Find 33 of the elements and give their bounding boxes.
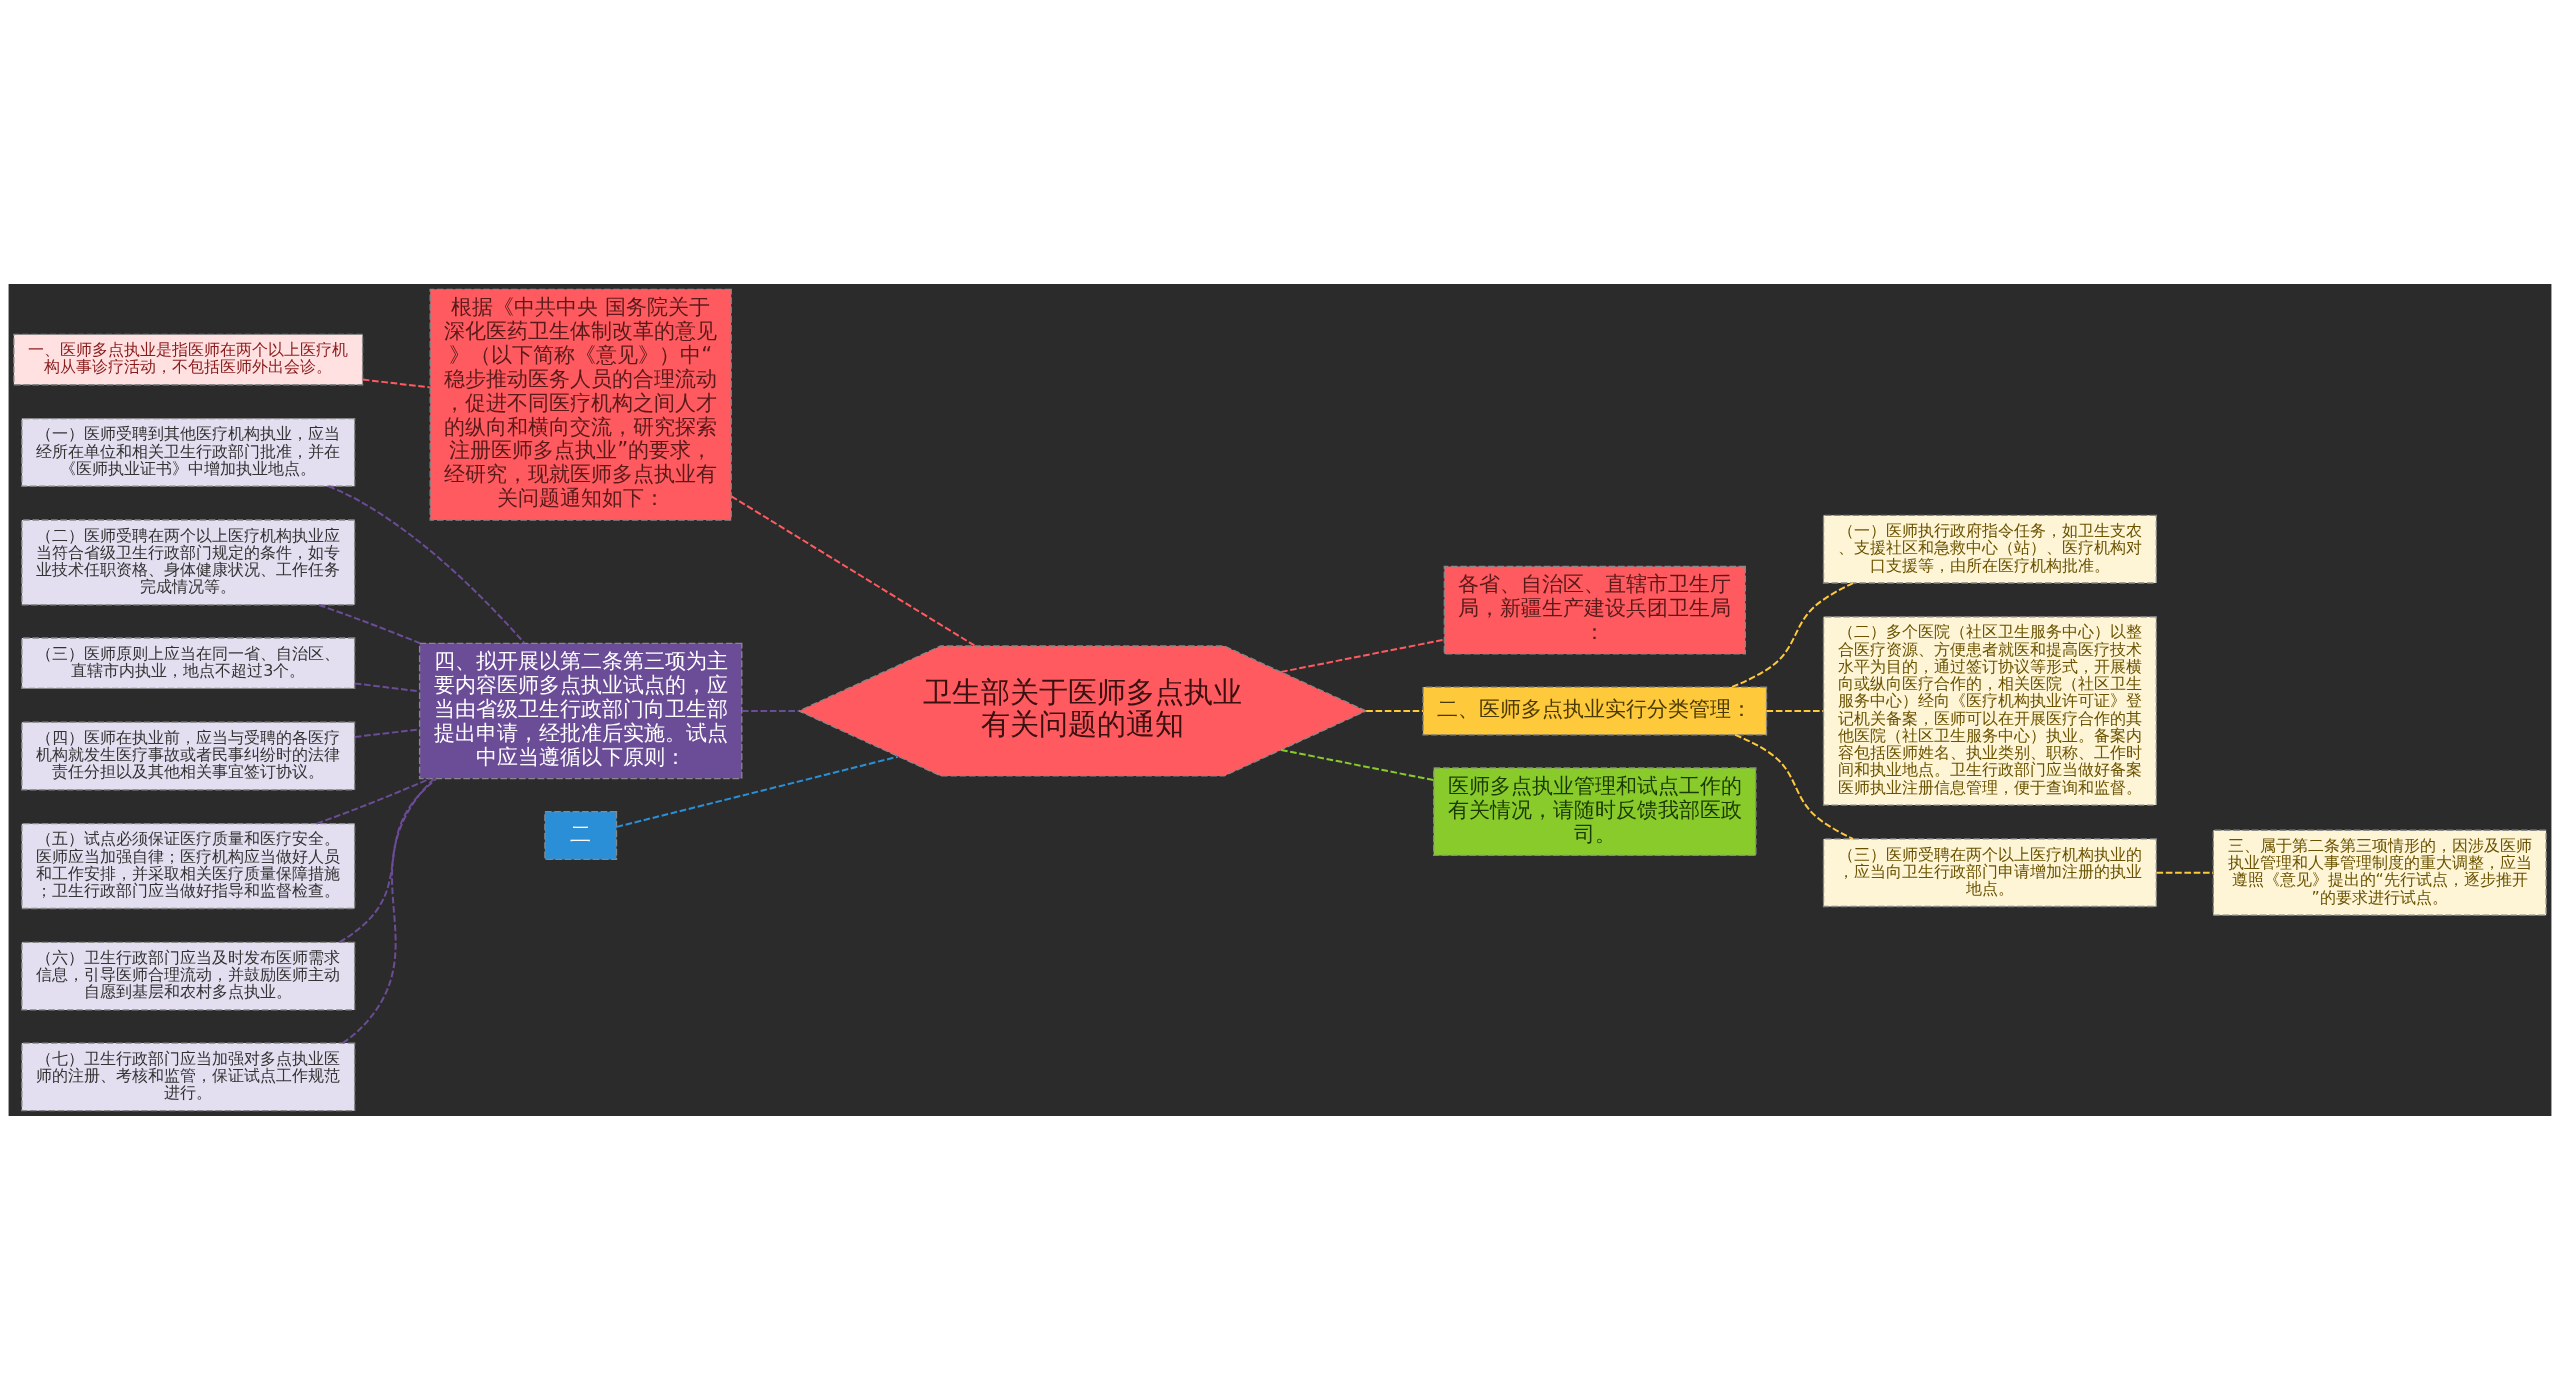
node-box: （二）医师受聘在两个以上医疗机构执业应当符合省级卫生行政部门规定的条件，如专业技术任职资格、身体健康状况、工作任务完成情况等。 xyxy=(21,519,356,606)
node-box: 医师多点执业管理和试点工作的有关情况，请随时反馈我部医政司。 xyxy=(1433,767,1757,857)
connector xyxy=(730,495,976,647)
connector xyxy=(338,777,438,944)
connector xyxy=(615,755,899,828)
node-box: 三、属于第二条第三项情形的，因涉及医师执业管理和人事管理制度的重大调整，应当遵照《意见》提出的“先行试点，逐步推开”的要求进行试点。 xyxy=(2212,829,2547,916)
connector xyxy=(1280,748,1435,782)
node-box: 根据《中共中央 国务院关于深化医药卫生体制改革的意见》（以下简称《意见》）中“稳步推动医务人员的合理流动，促进不同医疗机构之间人才的纵向和横向交流，研究探索注册医师多点执业”的要求，经研究，现就医师多点执业有关问题通知如下： xyxy=(429,288,732,521)
node-box: 各省、自治区、直辖市卫生厅局，新疆生产建设兵团卫生局： xyxy=(1443,565,1746,655)
connector xyxy=(1734,733,1854,840)
node-box: 一、医师多点执业是指医师在两个以上医疗机构从事诊疗活动，不包括医师外出会诊。 xyxy=(13,333,364,386)
connector xyxy=(317,603,422,645)
connector xyxy=(327,485,526,644)
node-box: 四、拟开展以第二条第三项为主要内容医师多点执业试点的，应当由省级卫生行政部门向卫生部提出申请，经批准后实施。试点中应当遵循以下原则： xyxy=(418,642,743,780)
node-box: 二、医师多点执业实行分类管理： xyxy=(1422,686,1768,736)
connector xyxy=(1765,709,1825,712)
node-box: （三）医师原则上应当在同一省、自治区、直辖市内执业，地点不超过3个。 xyxy=(21,637,356,690)
connector xyxy=(361,378,431,389)
node-box: （一）医师执行政府指令任务，如卫生支农、支援社区和急救中心（站）、医疗机构对口支援等，由所在医疗机构批准。 xyxy=(1822,514,2157,584)
node-box: （二）多个医院（社区卫生服务中心）以整合医疗资源、方便患者就医和提高医疗技术水平为目的，通过签订协议等形式，开展横向或纵向医疗合作的，相关医院（社区卫生服务中心）经向《医疗机构执业许可证》登记机关备案，医师可以在开展医疗合作的其他医院（社区卫生服务中心）执业。备案内容包括医师姓名、执业类别、职称、工作时间和执业地点。卫生行政部门应当做好备案医师执业注册信息管理，便于查询和监督。 xyxy=(1822,616,2157,806)
connector xyxy=(341,777,435,1044)
node-box: （六）卫生行政部门应当及时发布医师需求信息，引导医师合理流动，并鼓励医师主动自愿到基层和农村多点执业。 xyxy=(21,941,356,1011)
connector xyxy=(315,777,431,825)
connector xyxy=(2155,871,2214,874)
node-box: （三）医师受聘在两个以上医疗机构执业的，应当向卫生行政部门申请增加注册的执业地点。 xyxy=(1822,838,2157,908)
connector xyxy=(1365,709,1424,712)
node-box: 二 xyxy=(544,811,618,861)
connector xyxy=(1731,582,1855,688)
node-box: （一）医师受聘到其他医疗机构执业，应当经所在单位和相关卫生行政部门批准，并在《医师执业证书》中增加执业地点。 xyxy=(21,417,356,487)
node-box: （七）卫生行政部门应当加强对多点执业医师的注册、考核和监管，保证试点工作规范进行。 xyxy=(21,1042,356,1112)
node-box: （四）医师在执业前，应当与受聘的各医疗机构就发生医疗事故或者民事纠纷时的法律责任分担以及其他相关事宜签订协议。 xyxy=(21,721,356,791)
node-box: （五）试点必须保证医疗质量和医疗安全。医师应当加强自律；医疗机构应当做好人员和工作安排，并采取相关医疗质量保障措施；卫生行政部门应当做好指导和监督检查。 xyxy=(21,822,356,910)
connector xyxy=(1280,638,1446,673)
